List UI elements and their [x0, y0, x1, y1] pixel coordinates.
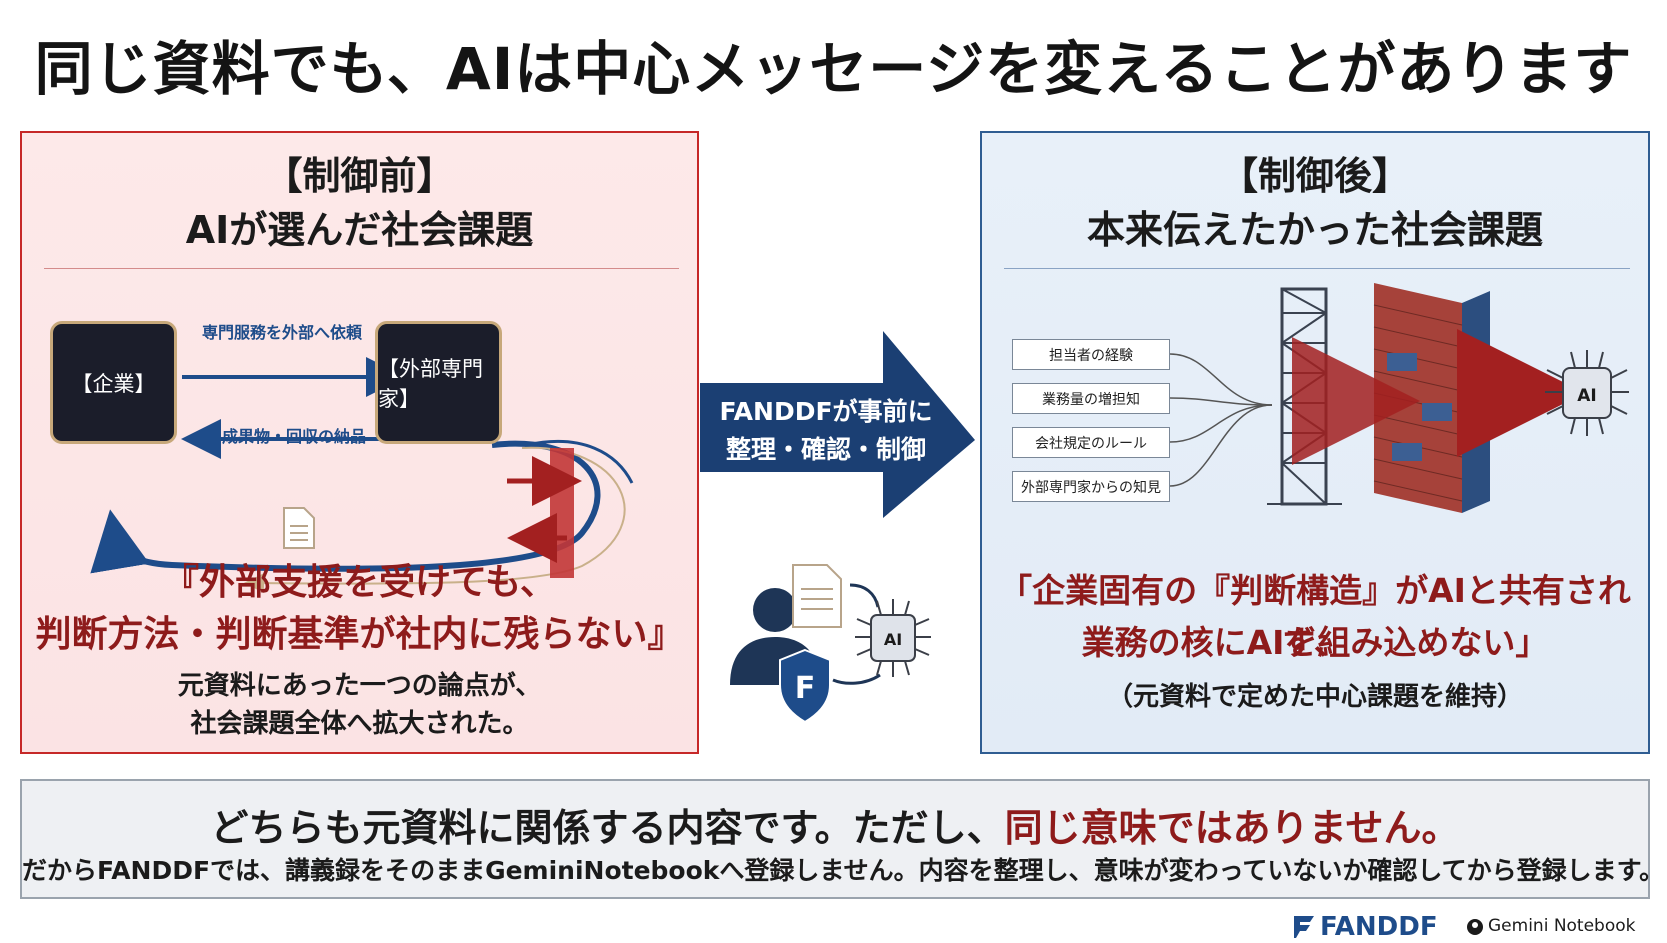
fanddf-brand: FANDDF [1320, 912, 1438, 942]
top-loop-line [526, 440, 634, 484]
scaffold-tower-icon [1267, 287, 1342, 506]
after-heading-label: 【制御後】 [1219, 154, 1410, 198]
page-title: 同じ資料でも、AIは中心メッセージを変えることがあります [34, 35, 1633, 103]
knowledge-flow-diagram: AI [1169, 283, 1629, 513]
gemini-notebook-brand: Gemini Notebook [1488, 916, 1636, 936]
center-arrow-line2: 整理・確認・制御 [725, 435, 926, 464]
before-note-line2: 社会課題全体へ拡大された。 [190, 709, 529, 739]
connector-lines [1169, 353, 1273, 487]
ai-chip-label: AI [884, 630, 902, 649]
center-icon-group: F AI [730, 564, 931, 724]
cycle-diagram [90, 357, 634, 594]
before-quote-line1: 『外部支援を受けても、 [162, 562, 557, 603]
before-note-line1: 元資料にあった一つの論点が、 [177, 671, 542, 701]
flow-arrow-icon [849, 583, 880, 608]
before-heading-divider [44, 268, 679, 269]
after-quote-line2: 業務の核にAIを組み込めない」 [1081, 623, 1549, 662]
after-quote-line1: 「企業固有の『判断構造』がAIと共有されず、 [999, 571, 1631, 662]
document-icon [283, 507, 315, 549]
summary-line1-emphasis: 同じ意味ではありません。 [1004, 806, 1460, 850]
delivery-label: 成果物・回収の納品 [222, 427, 367, 446]
before-heading-title: AIが選んだ社会課題 [185, 208, 534, 252]
ai-chip-icon: AI [1545, 350, 1629, 436]
after-note: （元資料で定めた中心課題を維持） [1106, 682, 1523, 712]
before-quote-line2: 判断方法・判断基準が社内に残らない』 [35, 614, 684, 655]
shield-icon: F [779, 648, 831, 724]
summary-line2: だからFANDDFでは、講義録をそのままGeminiNotebookへ登録しませ… [22, 856, 1665, 885]
factor-item: 業務量の増担知 [1012, 383, 1170, 414]
center-arrow-line1: FANDDFが事前に [719, 397, 933, 426]
return-loop-arrow [90, 440, 601, 574]
fanddf-logo-icon [1294, 916, 1314, 938]
before-control-panel: 【制御前】 AIが選んだ社会課題 【企業】 【外部専門家】 専門服務を外部へ依頼… [20, 131, 699, 754]
ai-chip-icon: AI [855, 599, 931, 677]
external-expert-box: 【外部専門家】 [375, 321, 502, 444]
document-icon [792, 564, 842, 628]
factor-item: 会社規定のルール [1012, 427, 1170, 458]
flow-arrow-icon [832, 673, 881, 685]
outer-loop-line [244, 446, 626, 594]
after-control-panel: 【制御後】 本来伝えたかった社会課題 担当者の経験 業務量の増担知 会社規定のル… [980, 131, 1650, 754]
center-arrow [0, 0, 300, 200]
summary-box: どちらも元資料に関係する内容です。ただし、同じ意味ではありません。 だからFAN… [20, 779, 1665, 899]
brick-wall-icon [1373, 283, 1490, 513]
before-heading-label: 【制御前】 [264, 154, 455, 198]
after-heading-divider [1004, 268, 1630, 269]
gemini-notebook-icon [1467, 919, 1483, 935]
company-box: 【企業】 [50, 321, 177, 444]
request-label: 専門服務を外部へ依頼 [202, 323, 363, 342]
factor-item: 担当者の経験 [1012, 339, 1170, 370]
ai-chip-label: AI [1577, 386, 1596, 406]
summary-line1-normal: どちらも元資料に関係する内容です。ただし、 [210, 806, 1005, 850]
summary-line1: どちらも元資料に関係する内容です。ただし、同じ意味ではありません。 [22, 797, 1648, 852]
after-heading-title: 本来伝えたかった社会課題 [1086, 208, 1543, 252]
factor-item: 外部専門家からの知見 [1012, 471, 1170, 502]
shield-letter: F [795, 671, 816, 706]
